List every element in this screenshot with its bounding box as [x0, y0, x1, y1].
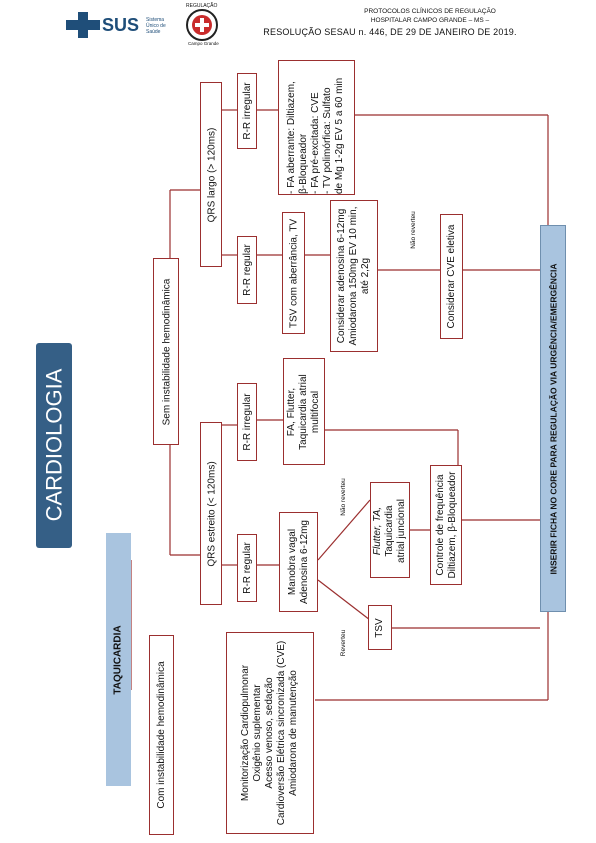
rr-regular-estreito-node: R-R regular — [237, 534, 257, 602]
regulacao-logo-top: REGULAÇÃO — [186, 3, 218, 9]
controle-frequencia-text: Controle de frequência Diltiazem, β-Bloq… — [432, 465, 462, 585]
sem-instabilidade-node: Sem instabilidade hemodinâmica — [153, 258, 179, 445]
protocol-line-1: PROTOCOLOS CLÍNICOS DE REGULAÇÃO — [364, 8, 496, 15]
flutter-ta-text: Flutter, TA, Taquicardia atrial junciona… — [371, 483, 409, 579]
qrs-largo-label: QRS largo (> 120ms) — [206, 127, 218, 223]
nao-reverteu-largo-label: Não reverteu — [410, 211, 417, 249]
flutter-ta-line-3: atrial juncional — [396, 499, 407, 563]
rr-regular-largo-node: R-R regular — [237, 236, 257, 304]
taquicardia-category-box: TAQUICARDIA — [106, 533, 131, 786]
resolution-line: RESOLUÇÃO SESAU n. 446, DE 29 DE JANEIRO… — [263, 27, 517, 37]
considerar-adenosina-line-2: Amiodarona 150mg EV 10 min, — [348, 206, 359, 346]
flutter-ta-line-1: Flutter, TA, — [372, 506, 383, 556]
qrs-estreito-label: QRS estreito (< 120ms) — [206, 461, 218, 567]
protocol-line-2: HOSPITALAR CAMPO GRANDE – MS – — [370, 17, 490, 24]
regulacao-logo-bottom: Campo Grande — [188, 41, 219, 46]
controle-line-2: Diltiazem, β-Bloqueador — [447, 471, 458, 579]
action-acesso: Acesso venoso, sedação — [264, 677, 275, 789]
fa-aberrante-text: - FA aberrante: Diltiazem, β-Bloqueador … — [278, 59, 353, 194]
manobra-vagal-text: Manobra vagal Adenosina 6-12mg — [281, 512, 317, 612]
cardiologia-title: CARDIOLOGIA — [41, 368, 67, 522]
fa-aberrante-line-2: β-Bloqueador — [297, 133, 309, 194]
manobra-vagal-node: Manobra vagal Adenosina 6-12mg — [279, 512, 318, 612]
reverteu-label: Reverteu — [340, 629, 347, 657]
action-monitorizacao: Monitorização Cardiopulmonar — [240, 664, 251, 802]
controle-frequencia-node: Controle de frequência Diltiazem, β-Bloq… — [430, 465, 462, 585]
rr-irregular-estreito-label: R-R irregular — [242, 393, 253, 451]
flutter-ta-line-2: Taquicardia — [384, 505, 395, 557]
fa-flutter-line-2: Taquicardia atrial — [298, 374, 309, 450]
inserir-ficha-node: INSERIR FICHA NO CORE PARA REGULAÇÃO VIA… — [540, 225, 566, 612]
sus-logo-subtext: Sistema Único de Saúde — [146, 17, 166, 35]
controle-line-1: Controle de frequência — [435, 474, 446, 576]
considerar-adenosina-line-3: até 2,2g — [360, 257, 371, 295]
sem-instabilidade-label: Sem instabilidade hemodinâmica — [161, 278, 173, 426]
fa-flutter-line-3: multifocal — [310, 390, 321, 434]
action-amiodarona: Amiodarona de manutenção — [288, 670, 299, 796]
com-instabilidade-actions-node: Monitorização Cardiopulmonar Oxigênio su… — [226, 632, 314, 834]
sus-logo-text: SUS — [102, 15, 140, 35]
rr-regular-largo-label: R-R regular — [242, 244, 253, 296]
fa-flutter-line-1: FA, Flutter, — [286, 387, 297, 437]
rr-irregular-largo-node: R-R irregular — [237, 73, 257, 149]
rr-irregular-largo-label: R-R irregular — [242, 82, 253, 140]
tsv-label: TSV — [374, 618, 385, 638]
com-instabilidade-actions: Monitorização Cardiopulmonar Oxigênio su… — [227, 633, 313, 833]
tsv-aberrancia-node: TSV com aberrância, TV — [282, 212, 305, 334]
inserir-ficha-label: INSERIR FICHA NO CORE PARA REGULAÇÃO VIA… — [548, 263, 559, 575]
manobra-line-2: Adenosina 6-12mg — [299, 520, 310, 604]
considerar-cve-label: Considerar CVE eletiva — [446, 224, 457, 329]
manobra-line-1: Manobra vagal — [287, 528, 298, 596]
rr-regular-estreito-label: R-R regular — [242, 542, 253, 594]
considerar-adenosina-line-1: Considerar adenosina 6-12mg — [336, 208, 347, 344]
regulacao-logo: REGULAÇÃO Campo Grande — [176, 3, 228, 46]
considerar-adenosina-node: Considerar adenosina 6-12mg Amiodarona 1… — [330, 200, 378, 352]
nao-reverteu-estreito-label: Não reverteu — [340, 478, 347, 516]
sus-logo: SUS Sistema Único de Saúde — [66, 10, 172, 40]
considerar-cve-node: Considerar CVE eletiva — [440, 214, 463, 339]
rr-irregular-estreito-node: R-R irregular — [237, 383, 257, 461]
regulacao-emblem-icon — [186, 9, 218, 41]
fa-aberrante-line-3: - FA pré-excitada: CVE — [309, 92, 321, 194]
fa-aberrante-line-4: - TV polimórfica: Sulfato — [321, 87, 333, 194]
qrs-estreito-node: QRS estreito (< 120ms) — [200, 422, 222, 605]
action-oxigenio: Oxigênio suplementar — [252, 684, 263, 782]
fa-aberrante-line-5: de Mg 1-2g EV 5 a 60 min — [333, 77, 345, 194]
fa-flutter-text: FA, Flutter, Taquicardia atrial multifoc… — [284, 359, 324, 465]
tsv-aberrancia-label: TSV com aberrância, TV — [288, 218, 300, 329]
fa-aberrante-node: - FA aberrante: Diltiazem, β-Bloqueador … — [278, 60, 355, 195]
sus-cross-icon — [66, 12, 100, 38]
fa-aberrante-line-1: - FA aberrante: Diltiazem, — [285, 81, 297, 194]
action-cardioversao: Cardioversão Elétrica sincronizada (CVE) — [276, 640, 287, 826]
com-instabilidade-label: Com instabilidade hemodinâmica — [156, 661, 167, 809]
considerar-adenosina-text: Considerar adenosina 6-12mg Amiodarona 1… — [331, 201, 377, 351]
cardiologia-title-box: CARDIOLOGIA — [36, 343, 72, 548]
qrs-largo-node: QRS largo (> 120ms) — [200, 82, 222, 267]
com-instabilidade-node: Com instabilidade hemodinâmica — [149, 635, 174, 835]
tsv-node: TSV — [368, 605, 392, 650]
flutter-ta-node: Flutter, TA, Taquicardia atrial junciona… — [370, 482, 410, 578]
taquicardia-label: TAQUICARDIA — [112, 625, 124, 695]
fa-flutter-node: FA, Flutter, Taquicardia atrial multifoc… — [283, 358, 325, 465]
